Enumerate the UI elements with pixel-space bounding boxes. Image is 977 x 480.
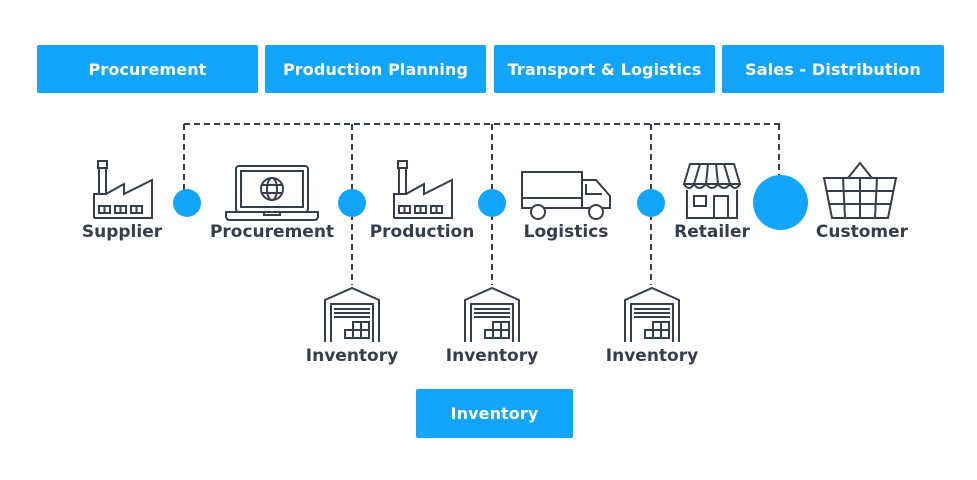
stage-production-planning: Production Planning bbox=[265, 45, 486, 93]
warehouse-icon bbox=[623, 286, 681, 344]
node-label-procurement: Procurement bbox=[209, 222, 335, 242]
flow-dot bbox=[637, 189, 665, 217]
stage-transport-logistics: Transport & Logistics bbox=[494, 45, 715, 93]
flow-dot-large bbox=[753, 175, 808, 230]
warehouse-icon bbox=[463, 286, 521, 344]
flow-dot bbox=[173, 189, 201, 217]
node-label-logistics: Logistics bbox=[523, 222, 609, 242]
node-label-retailer: Retailer bbox=[674, 222, 750, 242]
factory-icon bbox=[92, 160, 154, 220]
node-label-inventory: Inventory bbox=[605, 346, 699, 366]
stage-label: Transport & Logistics bbox=[507, 59, 702, 79]
laptop-globe-icon bbox=[224, 164, 320, 222]
stage-label: Procurement bbox=[88, 59, 207, 79]
stage-label: Sales - Distribution bbox=[745, 59, 921, 79]
stage-procurement: Procurement bbox=[37, 45, 258, 93]
factory-icon bbox=[392, 160, 454, 220]
stage-label: Production Planning bbox=[282, 59, 469, 79]
node-label-inventory: Inventory bbox=[305, 346, 399, 366]
store-icon bbox=[682, 162, 742, 220]
stage-sales-distribution: Sales - Distribution bbox=[722, 45, 944, 93]
node-label-inventory: Inventory bbox=[445, 346, 539, 366]
truck-icon bbox=[520, 170, 614, 222]
node-label-customer: Customer bbox=[815, 222, 909, 242]
flow-dot bbox=[338, 189, 366, 217]
basket-icon bbox=[822, 160, 898, 220]
warehouse-icon bbox=[323, 286, 381, 344]
inventory-box: Inventory bbox=[416, 389, 573, 438]
node-label-production: Production bbox=[369, 222, 475, 242]
inventory-box-label: Inventory bbox=[450, 404, 539, 423]
node-label-supplier: Supplier bbox=[81, 222, 163, 242]
flow-dot bbox=[478, 189, 506, 217]
